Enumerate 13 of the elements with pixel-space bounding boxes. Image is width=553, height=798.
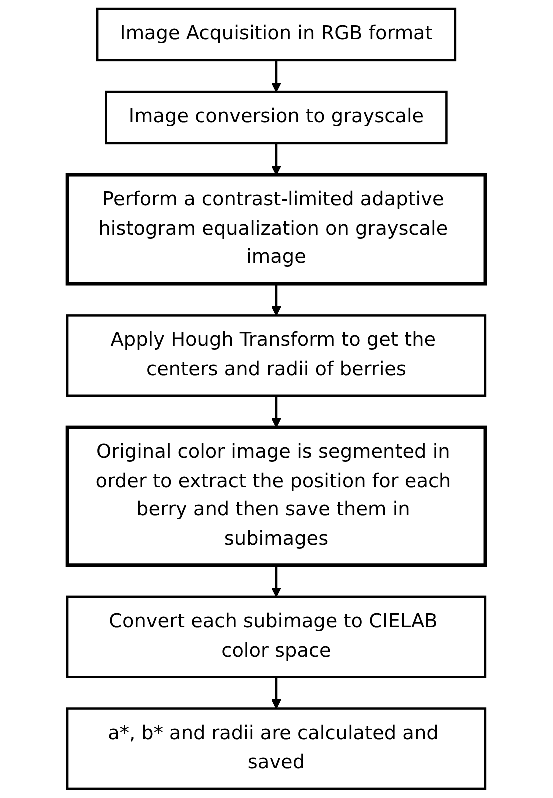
- node-box: Apply Hough Transform to get the centers and radii of berries: [66, 314, 487, 398]
- arrow: [272, 284, 282, 316]
- arrow: [272, 565, 282, 598]
- node-box: Image Acquisition in RGB format: [96, 8, 457, 62]
- arrow: [272, 143, 282, 176]
- arrow: [272, 60, 282, 92]
- node-box: Image conversion to grayscale: [105, 90, 448, 145]
- node-box: a*, b* and radii are calculated and saved: [66, 708, 487, 790]
- arrow: [272, 396, 282, 428]
- node-box: Convert each subimage to CIELAB color space: [66, 596, 487, 678]
- node-box: Original color image is segmented in order to extract the position for each berry and then save them in subimages: [66, 426, 488, 568]
- node-box: Perform a contrast-limited adaptive histogram equalization on grayscale image: [66, 173, 488, 286]
- arrow: [272, 677, 282, 710]
